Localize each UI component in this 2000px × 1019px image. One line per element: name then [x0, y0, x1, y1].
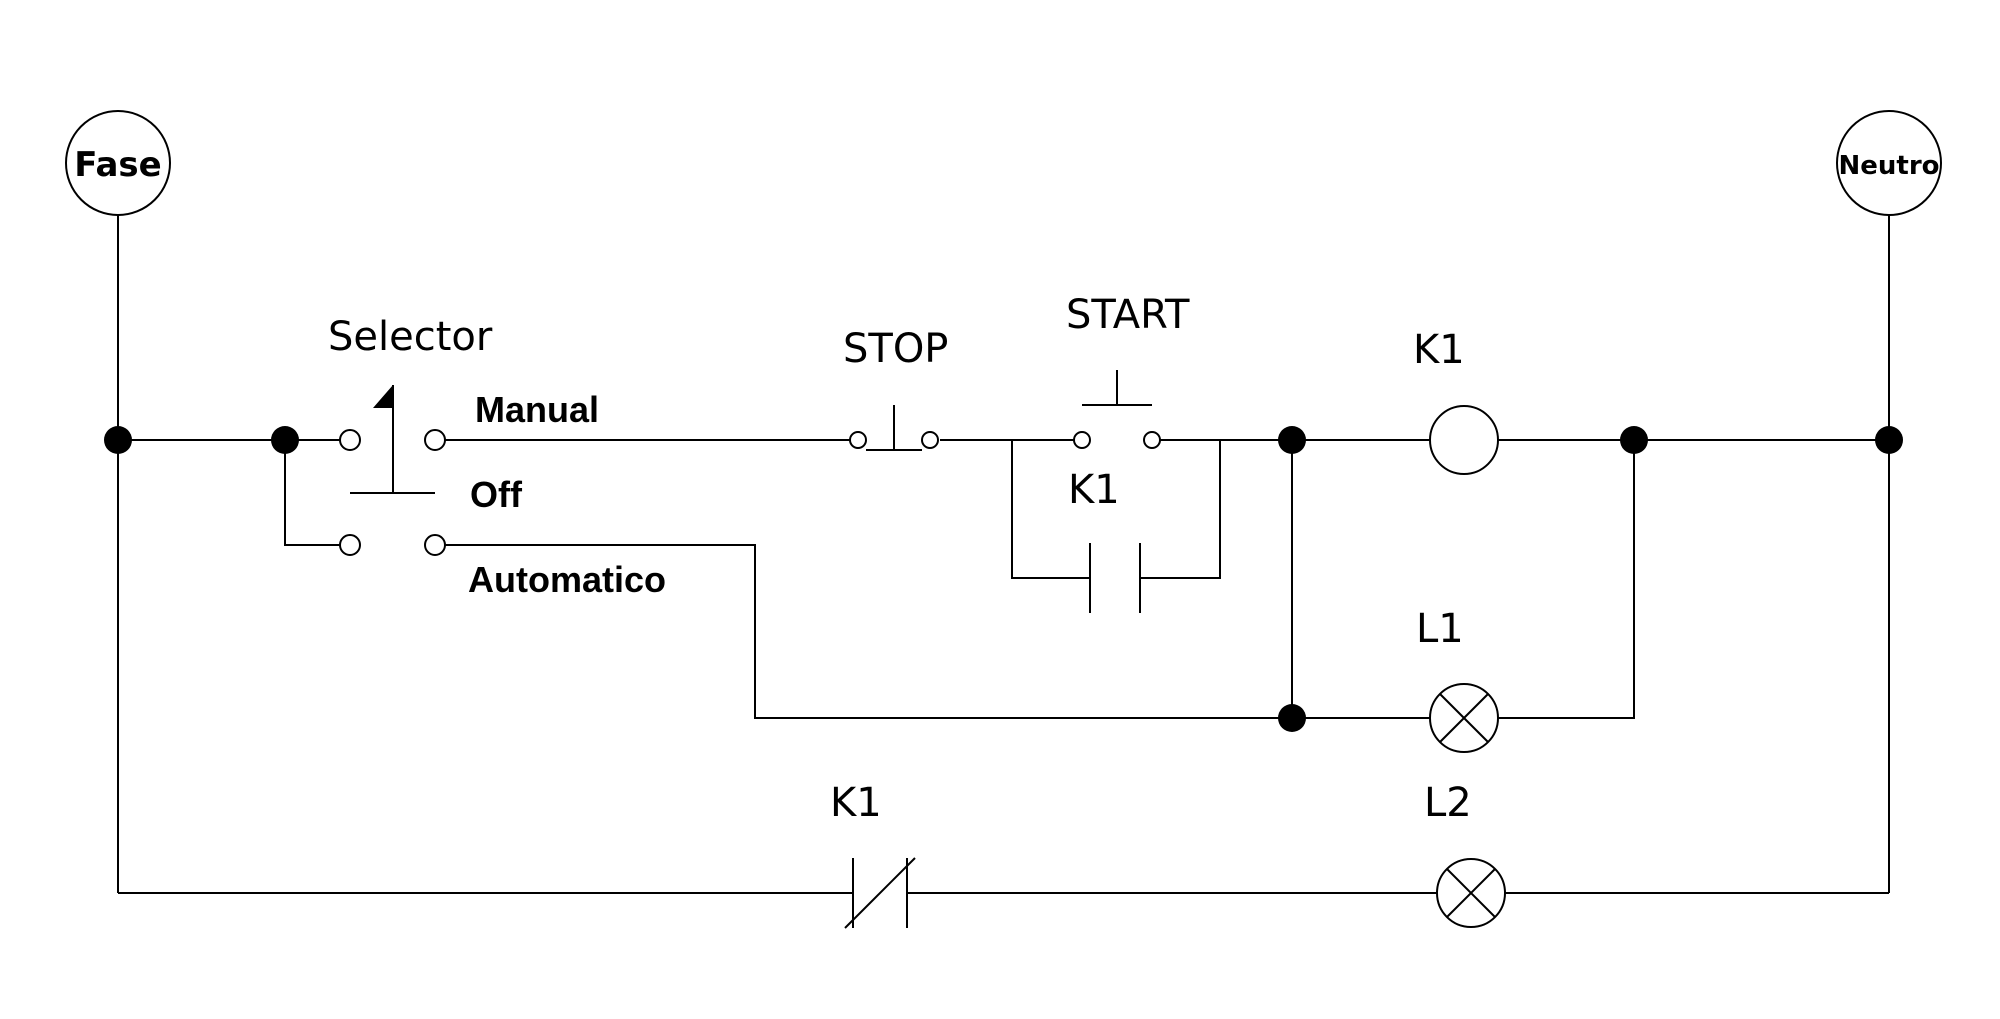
junction-node	[1278, 704, 1306, 732]
selector-position-off: Off	[470, 474, 523, 515]
stop-button	[849, 405, 939, 451]
automatic-line-wire	[445, 544, 1292, 719]
lamp1-wires	[1292, 440, 1635, 719]
selector-label: Selector	[328, 314, 493, 360]
lamp1-label: L1	[1416, 606, 1464, 652]
junction-node	[1278, 426, 1306, 454]
phase-label: Fase	[74, 145, 161, 185]
phase-terminal: Fase	[65, 110, 171, 216]
junction-node	[1620, 426, 1648, 454]
stop-label: STOP	[843, 326, 948, 372]
start-label: START	[1066, 292, 1190, 338]
junction-node	[104, 426, 132, 454]
nc-contact-label: K1	[830, 780, 882, 826]
holding-contact-k1	[1089, 543, 1141, 613]
junction-node	[271, 426, 299, 454]
holding-contact-label: K1	[1068, 467, 1120, 513]
coil-label: K1	[1413, 327, 1465, 373]
start-button	[1073, 370, 1161, 449]
lamp2-label: L2	[1424, 780, 1472, 826]
selector-position-automatico: Automatico	[468, 559, 666, 600]
junction-node	[1875, 426, 1903, 454]
selector-switch	[339, 385, 446, 556]
lamp-l2	[1436, 858, 1506, 928]
neutral-label: Neutro	[1838, 151, 1939, 181]
nc-contact-k1	[844, 857, 916, 929]
selector-position-manual: Manual	[475, 389, 599, 430]
selector-common-wire	[284, 439, 340, 546]
neutral-terminal: Neutro	[1836, 110, 1942, 216]
coil-k1	[1429, 405, 1499, 475]
lamp-l1	[1429, 683, 1499, 753]
holding-branch-wire	[1011, 440, 1221, 579]
